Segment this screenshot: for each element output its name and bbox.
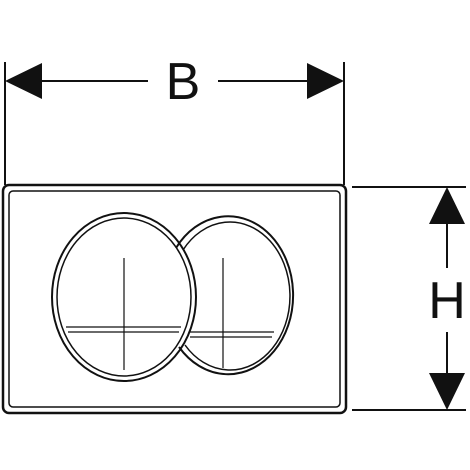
- flush-button-right-outer-ring: [175, 215, 295, 376]
- height-arrowhead-top: [429, 187, 465, 224]
- flush-button-left-outer-ring: [51, 212, 197, 382]
- flush-button-left: [51, 212, 197, 382]
- plate-inner-frame: [8, 190, 341, 408]
- width-dimension: B: [4, 53, 345, 185]
- width-label: B: [166, 53, 201, 111]
- flush-button-right: [175, 215, 295, 376]
- flush-button-left-inner-ring: [56, 217, 192, 377]
- height-dimension: H: [352, 186, 466, 411]
- height-arrowhead-bottom: [429, 373, 465, 410]
- flush-plate: [1, 183, 348, 415]
- flush-button-right-inner-ring: [182, 221, 291, 371]
- width-arrowhead-left: [5, 63, 42, 99]
- height-label: H: [428, 272, 466, 330]
- plate-outer-frame: [1, 183, 348, 415]
- width-arrowhead-right: [307, 63, 344, 99]
